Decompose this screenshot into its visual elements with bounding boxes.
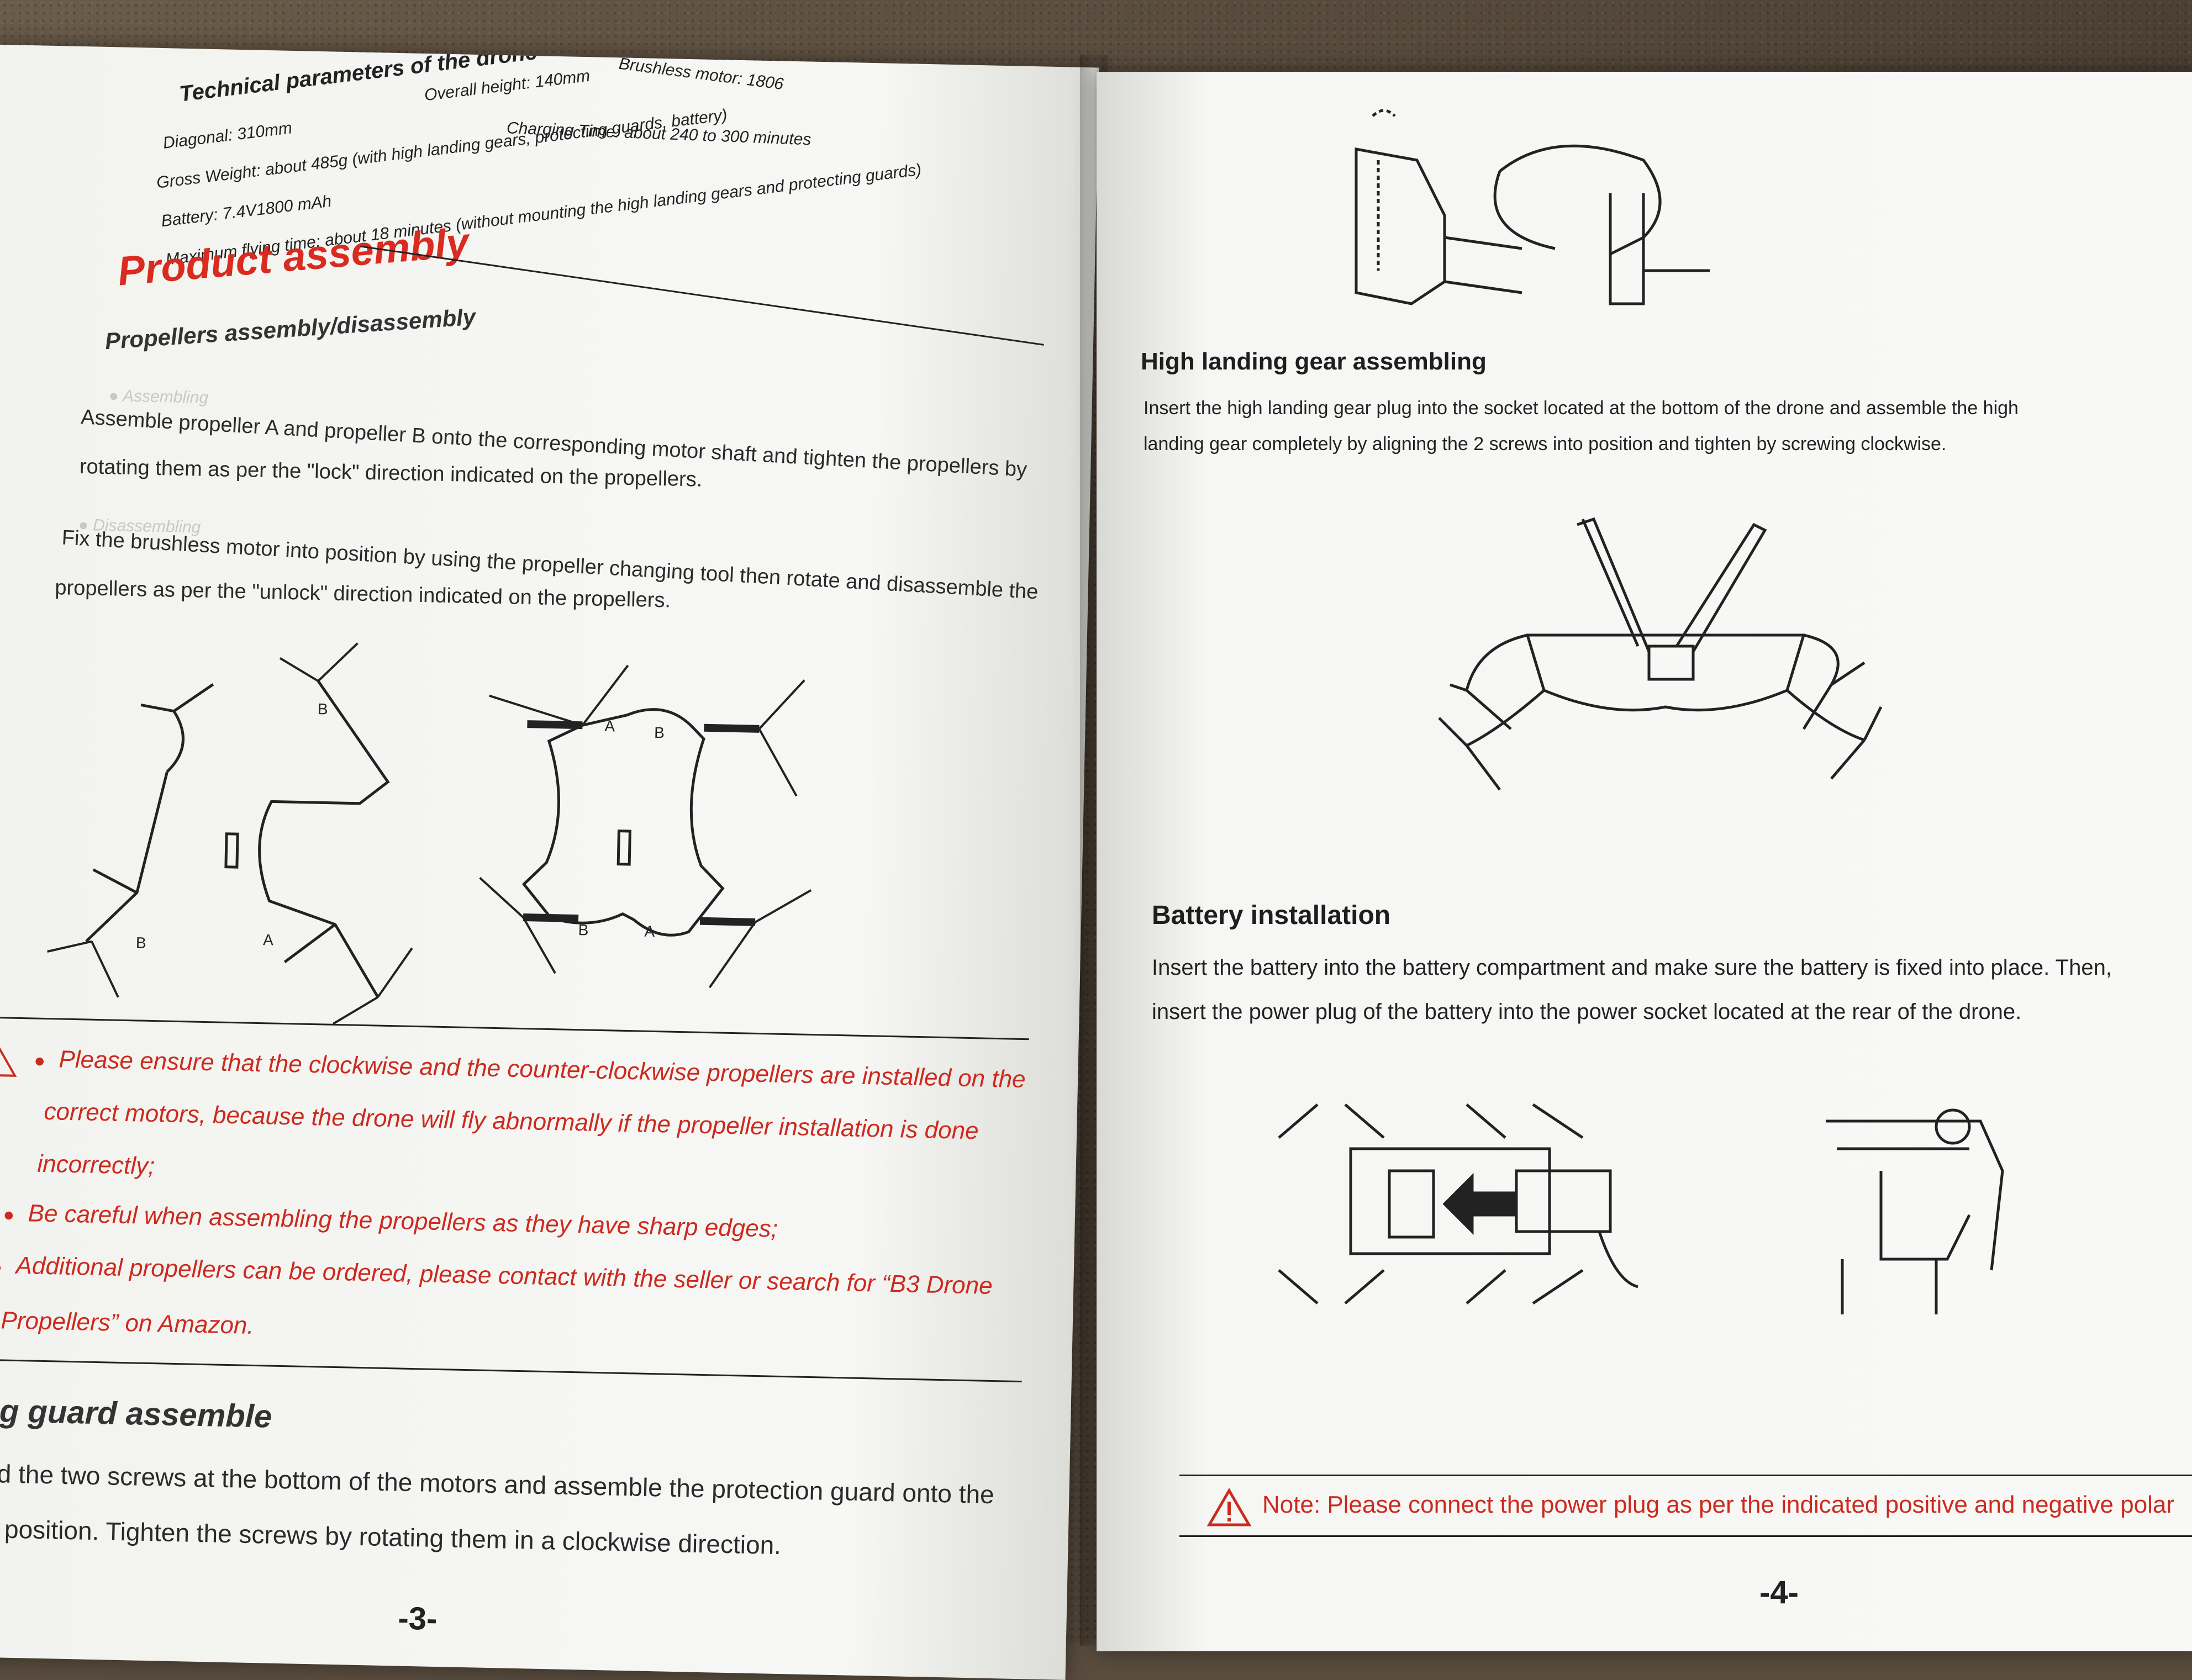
drone-diagram-left (47, 642, 413, 1025)
warning-3-line-1: ● Additional propellers can be ordered, … (0, 1251, 993, 1299)
page-number-3: -3- (397, 1600, 438, 1637)
guard-heading: ting guard assemble (0, 1392, 272, 1435)
drone-diagram-right (479, 664, 812, 989)
gross-weight: Gross Weight: about 485g (with high land… (155, 105, 729, 192)
drone-landing-gear-diagram (1438, 517, 1883, 791)
assembling-label: ● Assembling (108, 387, 209, 407)
battery-diagrams (1278, 1103, 2004, 1314)
manual-page-4: High landing gear assembling Insert the … (1097, 72, 2192, 1651)
guard-text-1: wind the two screws at the bottom of the… (0, 1458, 995, 1509)
battery-heading: Battery installation (1152, 901, 1391, 930)
landing-gear-text-2: landing gear completely by aligning the … (1144, 434, 1947, 455)
disassembling-text-2: propellers as per the "unlock" direction… (54, 576, 671, 612)
note-warning-triangle-icon (1206, 1488, 1252, 1526)
battery-text-2: insert the power plug of the battery int… (1152, 1000, 2022, 1024)
warning-1-line-1: ● Please ensure that the clockwise and t… (34, 1045, 1026, 1093)
manual-page-3: Technical parameters of the drone Overal… (0, 44, 1099, 1680)
label-b-3: B (654, 724, 665, 741)
label-a-2: A (604, 717, 615, 735)
guard-text-2: ling position. Tighten the screws by rot… (0, 1513, 782, 1560)
label-b-4: B (578, 921, 588, 938)
landing-gear-text-1: Insert the high landing gear plug into t… (1144, 398, 2019, 419)
propellers-heading: Propellers assembly/disassembly (104, 303, 477, 355)
label-a-1: A (263, 931, 274, 948)
note-rule-bottom (1179, 1535, 2192, 1537)
label-b-1: B (318, 700, 328, 717)
landing-gear-detail-diagrams (1355, 109, 1710, 305)
warning-1-line-2: correct motors, because the drone will f… (44, 1097, 979, 1145)
warning-3-line-2: Propellers” on Amazon. (1, 1307, 255, 1339)
warning-1-line-3: incorrectly; (37, 1150, 155, 1180)
landing-gear-heading: High landing gear assembling (1141, 348, 1487, 375)
warning-triangle-icon (0, 1044, 17, 1077)
note-rule-top (1179, 1475, 2192, 1476)
diagonal: Diagonal: 310mm (162, 119, 293, 152)
label-b-2: B (136, 934, 146, 951)
brushless-motor: Brushless motor: 1806 (618, 54, 785, 94)
assembling-text-2: rotating them as per the "lock" directio… (79, 455, 703, 492)
page-number-4: -4- (1759, 1575, 1799, 1610)
note-text: Note: Please connect the power plug as p… (1262, 1491, 2175, 1518)
warning-2: ● Be careful when assembling the propell… (3, 1200, 778, 1243)
warning-rule-bottom (0, 1359, 1022, 1383)
propeller-diagrams: B A B A B B A (47, 642, 812, 1025)
battery-spec: Battery: 7.4V1800 mAh (160, 192, 333, 231)
label-a-3: A (644, 923, 655, 940)
battery-text-1: Insert the battery into the battery comp… (1152, 955, 2112, 980)
